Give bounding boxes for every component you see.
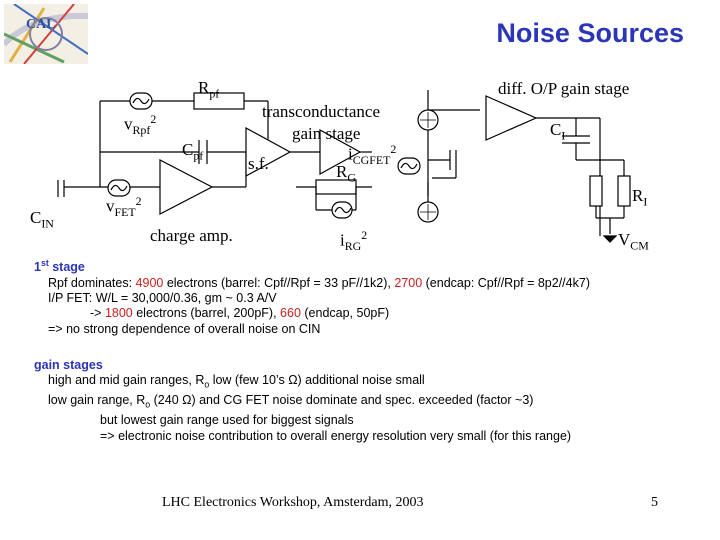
label-rpf: Rpf <box>198 78 220 101</box>
logo-text: CAL <box>26 17 56 32</box>
text-line: low gain range, Ro (240 Ω) and CG FET no… <box>48 393 534 410</box>
page-title: Noise Sources <box>496 18 684 48</box>
text-line: => electronic noise contribution to over… <box>100 428 572 443</box>
footer-workshop: LHC Electronics Workshop, Amsterdam, 200… <box>162 495 424 510</box>
label-gain-stage: gain stage <box>292 124 361 143</box>
section-gain-stages: gain stages high and mid gain ranges, Ro… <box>34 358 571 444</box>
label-cpf: Cpf <box>182 140 204 163</box>
atlas-logo: CAL <box>1 3 89 65</box>
schematic-diagram <box>57 90 631 243</box>
label-sf: s.f. <box>248 154 269 173</box>
section-heading: 1st stage <box>34 258 85 275</box>
text-line: -> 1800 electrons (barrel, 200pF), 660 (… <box>90 306 390 321</box>
text-line: Rpf dominates: 4900 electrons (barrel: C… <box>48 275 590 290</box>
label-vcm: VCM <box>618 230 649 253</box>
label-ci: CI <box>550 120 566 143</box>
label-charge-amp: charge amp. <box>150 226 233 245</box>
text-line: high and mid gain ranges, Ro low (few 10… <box>48 373 425 390</box>
section-heading: gain stages <box>34 358 103 372</box>
section-first-stage: 1st stage Rpf dominates: 4900 electrons … <box>34 256 590 337</box>
page-number: 5 <box>651 495 658 510</box>
label-icgfet: iCGFET2 <box>348 142 397 168</box>
logo-graphic: CAL <box>1 3 89 65</box>
label-ri: RI <box>632 186 648 209</box>
label-irg: iRG2 <box>340 228 368 254</box>
text-line: but lowest gain range used for biggest s… <box>100 413 354 428</box>
text-line: I/P FET: W/L = 30,000/0.36, gm ~ 0.3 A/V <box>48 290 277 305</box>
label-rg: RG <box>336 162 356 185</box>
text-line: => no strong dependence of overall noise… <box>48 321 321 336</box>
label-transconductance: transconductance <box>262 102 380 121</box>
label-diff-stage: diff. O/P gain stage <box>498 79 630 98</box>
label-vfet: vFET2 <box>106 194 142 220</box>
label-vrpf: vRpf2 <box>124 112 157 138</box>
label-cin: CIN <box>30 208 54 231</box>
